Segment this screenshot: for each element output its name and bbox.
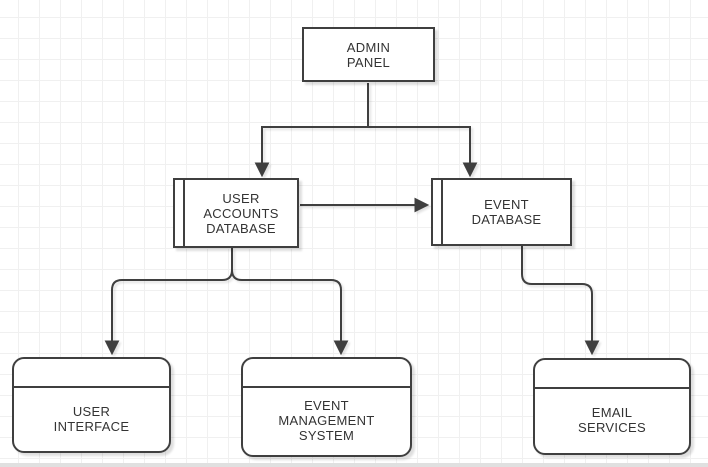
label-line: ADMIN	[346, 39, 391, 55]
edge-event-database-to-email-services[interactable]	[521, 246, 600, 356]
canvas-bottom-edge	[0, 463, 708, 467]
node-user-accounts-database-label: USER ACCOUNTS DATABASE	[175, 191, 297, 236]
label-line: SYSTEM	[298, 428, 355, 443]
label-line: EVENT	[304, 398, 349, 413]
label-line: MANAGEMENT	[278, 413, 375, 428]
label-line: DATABASE	[471, 212, 542, 227]
node-email-services-label: EMAIL SERVICES	[535, 387, 689, 453]
label-line: PANEL	[346, 54, 391, 70]
label-line: DATABASE	[206, 220, 276, 236]
node-email-services[interactable]: EMAIL SERVICES	[533, 358, 691, 455]
label-line: EMAIL	[591, 405, 633, 420]
node-admin-panel[interactable]: ADMIN PANEL	[302, 27, 435, 82]
node-user-interface-label: USER INTERFACE	[14, 386, 169, 451]
node-user-interface[interactable]: USER INTERFACE	[12, 357, 171, 453]
label-line: ACCOUNTS	[203, 205, 279, 221]
node-user-accounts-database[interactable]: USER ACCOUNTS DATABASE	[173, 178, 299, 248]
edge-user-accounts-to-user-interface[interactable]	[104, 248, 233, 356]
node-event-management-system-label: EVENT MANAGEMENT SYSTEM	[243, 386, 410, 455]
card-divider	[14, 386, 169, 388]
edge-admin-to-event-database[interactable]	[368, 126, 478, 178]
label-line: USER	[72, 403, 111, 419]
label-line: INTERFACE	[53, 418, 130, 434]
label-line: SERVICES	[578, 420, 646, 435]
edge-admin-to-user-accounts-database[interactable]	[254, 126, 368, 178]
label-line: USER	[222, 190, 260, 206]
node-event-database[interactable]: EVENT DATABASE	[431, 178, 572, 246]
card-divider	[243, 386, 410, 388]
label-line: EVENT	[484, 197, 529, 212]
card-divider	[535, 387, 689, 389]
node-event-management-system[interactable]: EVENT MANAGEMENT SYSTEM	[241, 357, 412, 457]
edge-user-accounts-to-event-management[interactable]	[231, 248, 349, 356]
node-admin-panel-label: ADMIN PANEL	[304, 40, 433, 70]
node-event-database-label: EVENT DATABASE	[433, 197, 570, 227]
